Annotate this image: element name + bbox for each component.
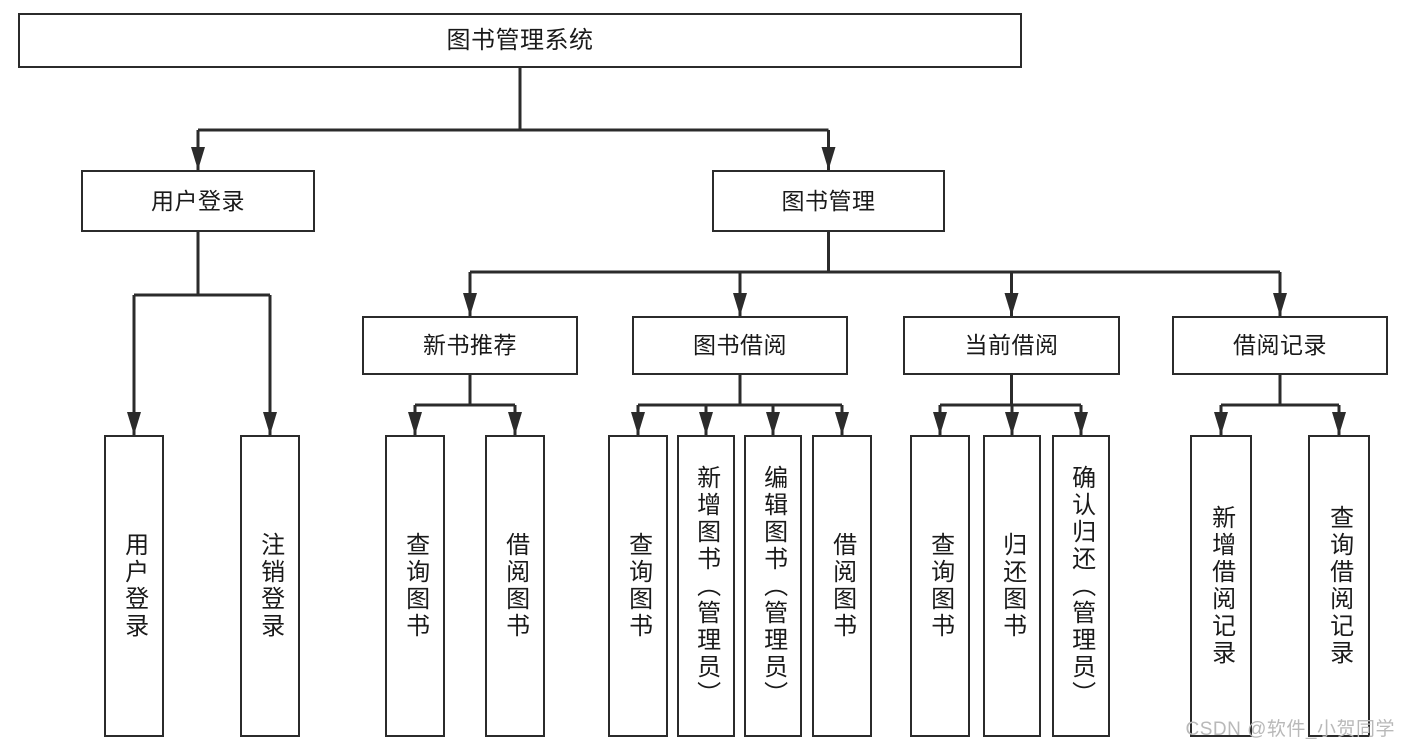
arrow-head: [733, 293, 747, 316]
node-leaf-user-login[interactable]: 用户登录: [104, 435, 164, 737]
arrow-head: [408, 412, 422, 435]
arrow-head: [1005, 412, 1019, 435]
arrow-head: [821, 147, 836, 170]
node-leaf-bb-borrow[interactable]: 借阅图书: [812, 435, 872, 737]
node-root[interactable]: 图书管理系统: [18, 13, 1022, 68]
node-label: 新增借阅记录: [1207, 505, 1235, 667]
node-leaf-bb-query[interactable]: 查询图书: [608, 435, 668, 737]
arrow-head: [766, 412, 780, 435]
node-leaf-bb-edit[interactable]: 编辑图书（管理员）: [744, 435, 802, 737]
node-label: 用户登录: [120, 532, 148, 640]
arrow-head: [699, 412, 713, 435]
arrow-head: [508, 412, 522, 435]
node-label: 图书管理系统: [446, 26, 594, 54]
node-leaf-cb-query[interactable]: 查询图书: [910, 435, 970, 737]
node-label: 编辑图书（管理员）: [759, 464, 787, 708]
node-label: 注销登录: [256, 532, 284, 640]
node-leaf-br-query[interactable]: 查询借阅记录: [1308, 435, 1370, 737]
node-user-login[interactable]: 用户登录: [81, 170, 315, 232]
node-label: 图书借阅: [693, 332, 787, 358]
arrow-head: [1332, 412, 1346, 435]
node-label: 借阅图书: [501, 532, 529, 640]
node-book-borrow[interactable]: 图书借阅: [632, 316, 848, 375]
node-label: 查询图书: [401, 532, 429, 640]
node-label: 归还图书: [998, 532, 1026, 640]
node-leaf-user-logout[interactable]: 注销登录: [240, 435, 300, 737]
arrow-head: [1214, 412, 1228, 435]
node-book-manage[interactable]: 图书管理: [712, 170, 945, 232]
arrow-head: [1004, 293, 1019, 316]
node-label: 查询图书: [624, 532, 652, 640]
arrow-head: [1273, 293, 1287, 316]
node-label: 图书管理: [781, 187, 876, 214]
arrow-head: [1074, 412, 1088, 435]
arrow-head: [463, 293, 477, 316]
node-new-book-rec[interactable]: 新书推荐: [362, 316, 578, 375]
node-leaf-cb-confirm[interactable]: 确认归还（管理员）: [1052, 435, 1110, 737]
arrow-head: [631, 412, 645, 435]
node-label: 新书推荐: [423, 332, 517, 358]
arrow-head: [263, 412, 277, 435]
node-label: 借阅记录: [1233, 332, 1327, 358]
node-label: 当前借阅: [964, 332, 1059, 358]
node-borrow-record[interactable]: 借阅记录: [1172, 316, 1388, 375]
node-leaf-bb-add[interactable]: 新增图书（管理员）: [677, 435, 735, 737]
arrow-head: [191, 147, 205, 170]
node-label: 借阅图书: [828, 532, 856, 640]
node-label: 确认归还（管理员）: [1067, 464, 1095, 708]
node-leaf-rec-query[interactable]: 查询图书: [385, 435, 445, 737]
node-current-borrow[interactable]: 当前借阅: [903, 316, 1120, 375]
arrow-head: [127, 412, 141, 435]
node-leaf-cb-return[interactable]: 归还图书: [983, 435, 1041, 737]
arrow-head: [835, 412, 849, 435]
arrow-head: [933, 412, 947, 435]
node-leaf-rec-borrow[interactable]: 借阅图书: [485, 435, 545, 737]
node-label: 查询图书: [926, 532, 954, 640]
node-label: 用户登录: [151, 187, 245, 214]
node-label: 新增图书（管理员）: [692, 464, 720, 708]
node-leaf-br-add[interactable]: 新增借阅记录: [1190, 435, 1252, 737]
node-label: 查询借阅记录: [1325, 505, 1353, 667]
